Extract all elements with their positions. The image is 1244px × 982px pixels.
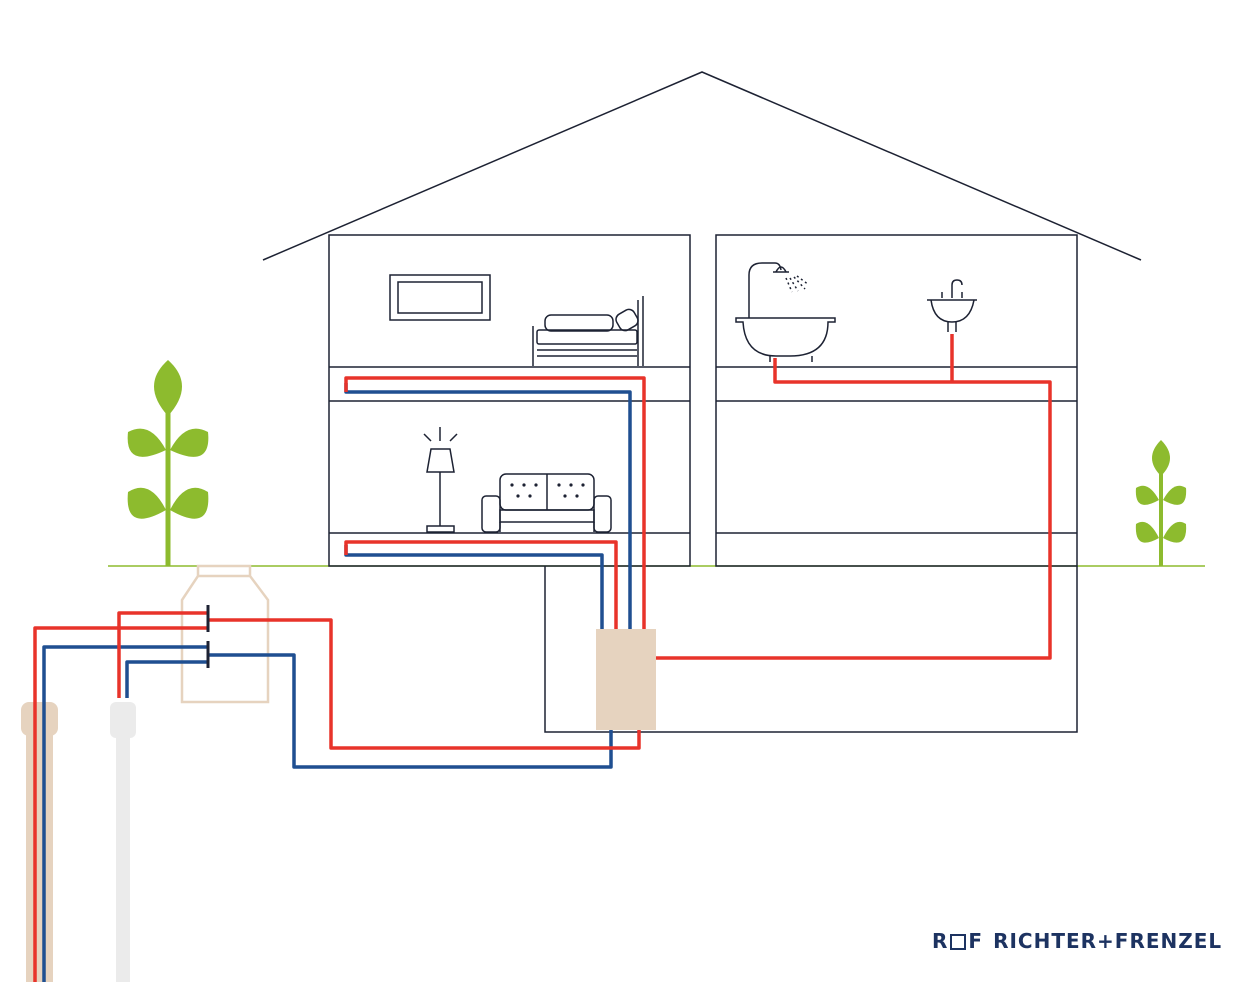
ground-probe-right [110, 702, 136, 982]
logo-mark-left: R [932, 929, 949, 953]
logo-mark-right: F [968, 929, 984, 953]
window-icon [389, 274, 491, 321]
water-tank-icon [180, 564, 270, 704]
floor-lamp-icon [423, 427, 458, 533]
plant-icon [1135, 440, 1187, 566]
sink-icon [927, 279, 977, 332]
cold-pipes [42, 383, 632, 982]
logo-box-icon [950, 934, 967, 950]
house-left-section [328, 234, 691, 567]
ground-probe-left [21, 702, 58, 982]
logo-mark: R F [932, 929, 983, 953]
bathtub-shower-icon [735, 262, 836, 362]
bed-icon [532, 296, 644, 366]
basement-outline [544, 566, 1078, 733]
hot-pipes [33, 334, 1052, 982]
house-right-section [715, 234, 1078, 567]
heat-exchanger-icon [596, 629, 656, 730]
sofa-icon [481, 473, 612, 533]
brand-logo: R F RICHTER+FRENZEL [932, 926, 1222, 956]
roof-outline [262, 71, 1142, 261]
brand-name: RICHTER+FRENZEL [993, 929, 1223, 953]
plant-icon [127, 360, 209, 566]
